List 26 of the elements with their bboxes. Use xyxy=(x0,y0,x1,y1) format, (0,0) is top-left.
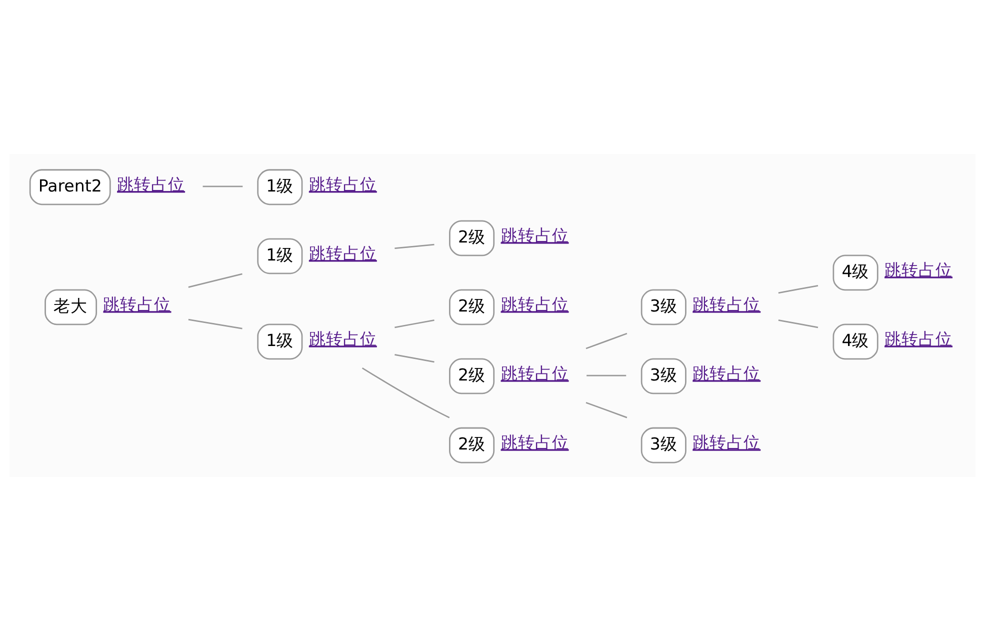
connector xyxy=(778,319,818,328)
connector xyxy=(586,374,626,376)
node-label: 跳转占位 xyxy=(308,244,377,264)
node-label: 跳转占位 xyxy=(500,226,569,246)
connector xyxy=(394,244,434,250)
connector xyxy=(188,318,242,330)
node-label: 跳转占位 xyxy=(692,295,761,314)
connector xyxy=(778,285,818,294)
connector xyxy=(394,354,434,363)
connector xyxy=(202,186,243,188)
node-label: 跳转占位 xyxy=(884,330,953,349)
node-label: 跳转占位 xyxy=(500,295,569,314)
node-label: 跳转占位 xyxy=(692,433,761,452)
connector xyxy=(188,273,242,288)
connector xyxy=(586,402,628,418)
node-label: 跳转占位 xyxy=(500,433,569,452)
node-label: 跳转占位 xyxy=(692,364,761,384)
node-label: 跳转占位 xyxy=(308,330,377,349)
connector xyxy=(362,367,450,418)
node-label: 跳转占位 xyxy=(103,295,172,314)
node-label: 跳转占位 xyxy=(117,175,186,194)
node-label: 跳转占位 xyxy=(884,260,953,280)
connector xyxy=(394,320,434,328)
node-label: 跳转占位 xyxy=(500,364,569,384)
connector xyxy=(586,332,628,350)
node-label: 跳转占位 xyxy=(308,175,377,194)
